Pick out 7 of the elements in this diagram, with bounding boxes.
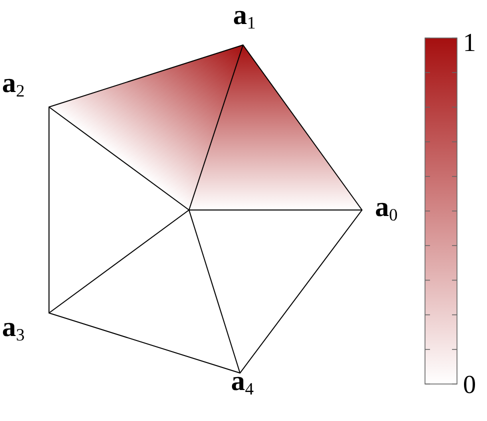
colorbar-tick-label: 0 <box>463 372 476 398</box>
vertex-label: a$_{3}$ <box>2 314 25 344</box>
vertex-label: a$_{4}$ <box>231 368 254 398</box>
vertex-label: a$_{1}$ <box>233 2 256 32</box>
colorbar-tick-label: 1 <box>463 30 476 56</box>
vertex-label: a$_{2}$ <box>2 70 25 100</box>
vertex-label: a$_{0}$ <box>375 194 398 224</box>
